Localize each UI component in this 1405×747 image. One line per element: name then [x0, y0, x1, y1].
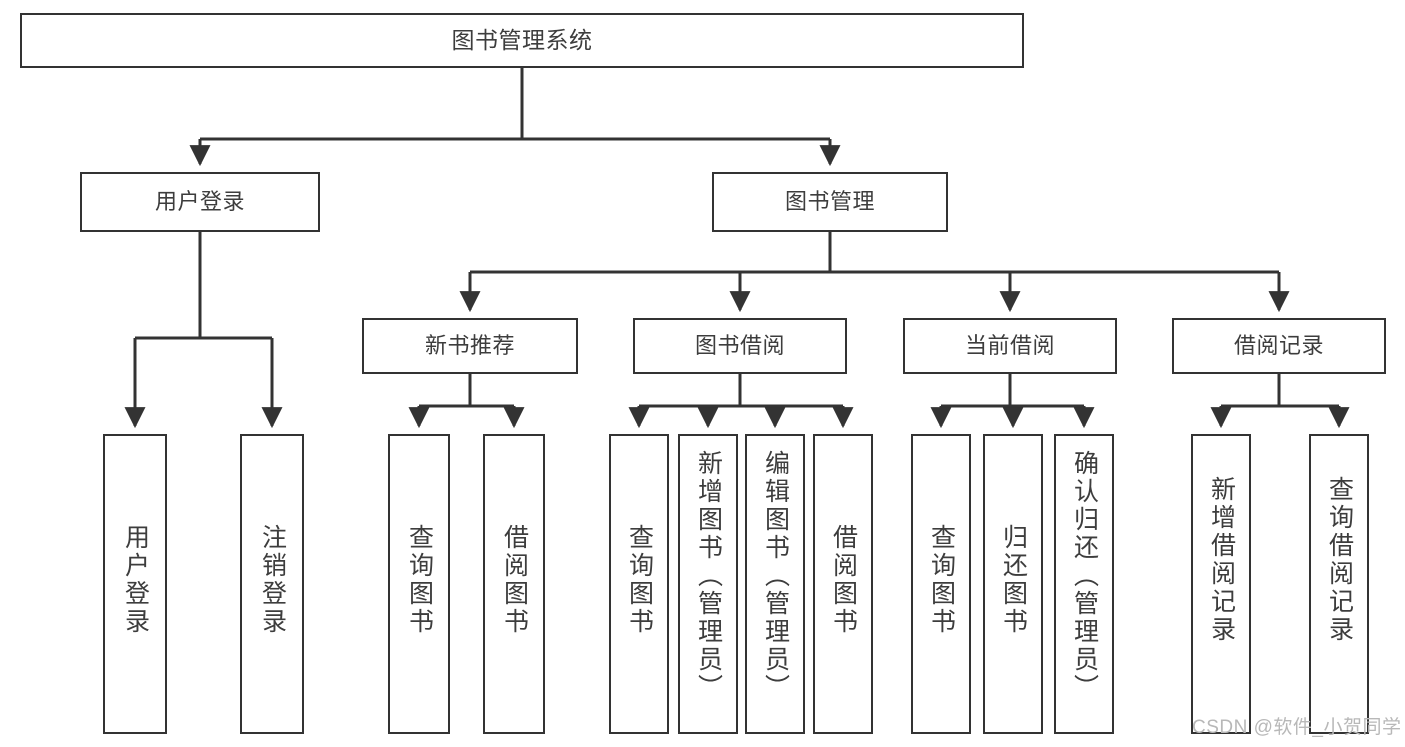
node-leaf-add-record[interactable]: 新增借阅记录: [1191, 434, 1251, 734]
node-leaf-query-book-1[interactable]: 查询图书: [388, 434, 450, 734]
node-leaf-return-book-label: 归还图书: [999, 524, 1028, 636]
node-leaf-add-book-admin[interactable]: 新增图书（管理员）: [678, 434, 738, 734]
node-leaf-add-book-admin-label: 新增图书（管理员）: [694, 450, 723, 702]
node-book-borrow[interactable]: 图书借阅: [633, 318, 847, 374]
node-leaf-query-book-2[interactable]: 查询图书: [609, 434, 669, 734]
node-leaf-confirm-return-admin-label: 确认归还（管理员）: [1070, 450, 1099, 702]
node-leaf-query-record[interactable]: 查询借阅记录: [1309, 434, 1369, 734]
node-book-manage[interactable]: 图书管理: [712, 172, 948, 232]
node-leaf-query-record-label: 查询借阅记录: [1325, 476, 1354, 644]
node-leaf-confirm-return-admin[interactable]: 确认归还（管理员）: [1054, 434, 1114, 734]
node-leaf-borrow-book-2-label: 借阅图书: [829, 524, 858, 636]
node-leaf-borrow-book-1-label: 借阅图书: [500, 524, 529, 636]
node-leaf-user-login[interactable]: 用户登录: [103, 434, 167, 734]
node-leaf-edit-book-admin-label: 编辑图书（管理员）: [761, 450, 790, 702]
watermark: CSDN @软件_小贺同学: [1192, 717, 1402, 738]
node-current-borrow-label: 当前借阅: [964, 333, 1055, 359]
node-leaf-edit-book-admin[interactable]: 编辑图书（管理员）: [745, 434, 805, 734]
node-leaf-query-book-3-label: 查询图书: [927, 524, 956, 636]
node-borrow-record-label: 借阅记录: [1233, 333, 1324, 359]
node-leaf-user-login-label: 用户登录: [121, 524, 150, 636]
node-new-book-recommend-label: 新书推荐: [424, 333, 515, 359]
node-user-login[interactable]: 用户登录: [80, 172, 320, 232]
node-root-label: 图书管理系统: [451, 26, 593, 53]
node-leaf-borrow-book-2[interactable]: 借阅图书: [813, 434, 873, 734]
node-current-borrow[interactable]: 当前借阅: [903, 318, 1117, 374]
node-borrow-record[interactable]: 借阅记录: [1172, 318, 1386, 374]
node-leaf-user-logout[interactable]: 注销登录: [240, 434, 304, 734]
node-leaf-query-book-2-label: 查询图书: [625, 524, 654, 636]
node-book-manage-label: 图书管理: [784, 189, 875, 215]
node-leaf-return-book[interactable]: 归还图书: [983, 434, 1043, 734]
node-root[interactable]: 图书管理系统: [20, 13, 1024, 68]
node-user-login-label: 用户登录: [154, 189, 245, 215]
node-leaf-user-logout-label: 注销登录: [258, 524, 287, 636]
node-leaf-query-book-1-label: 查询图书: [405, 524, 434, 636]
node-leaf-query-book-3[interactable]: 查询图书: [911, 434, 971, 734]
node-book-borrow-label: 图书借阅: [694, 333, 785, 359]
node-leaf-borrow-book-1[interactable]: 借阅图书: [483, 434, 545, 734]
node-new-book-recommend[interactable]: 新书推荐: [362, 318, 578, 374]
node-leaf-add-record-label: 新增借阅记录: [1207, 476, 1236, 644]
